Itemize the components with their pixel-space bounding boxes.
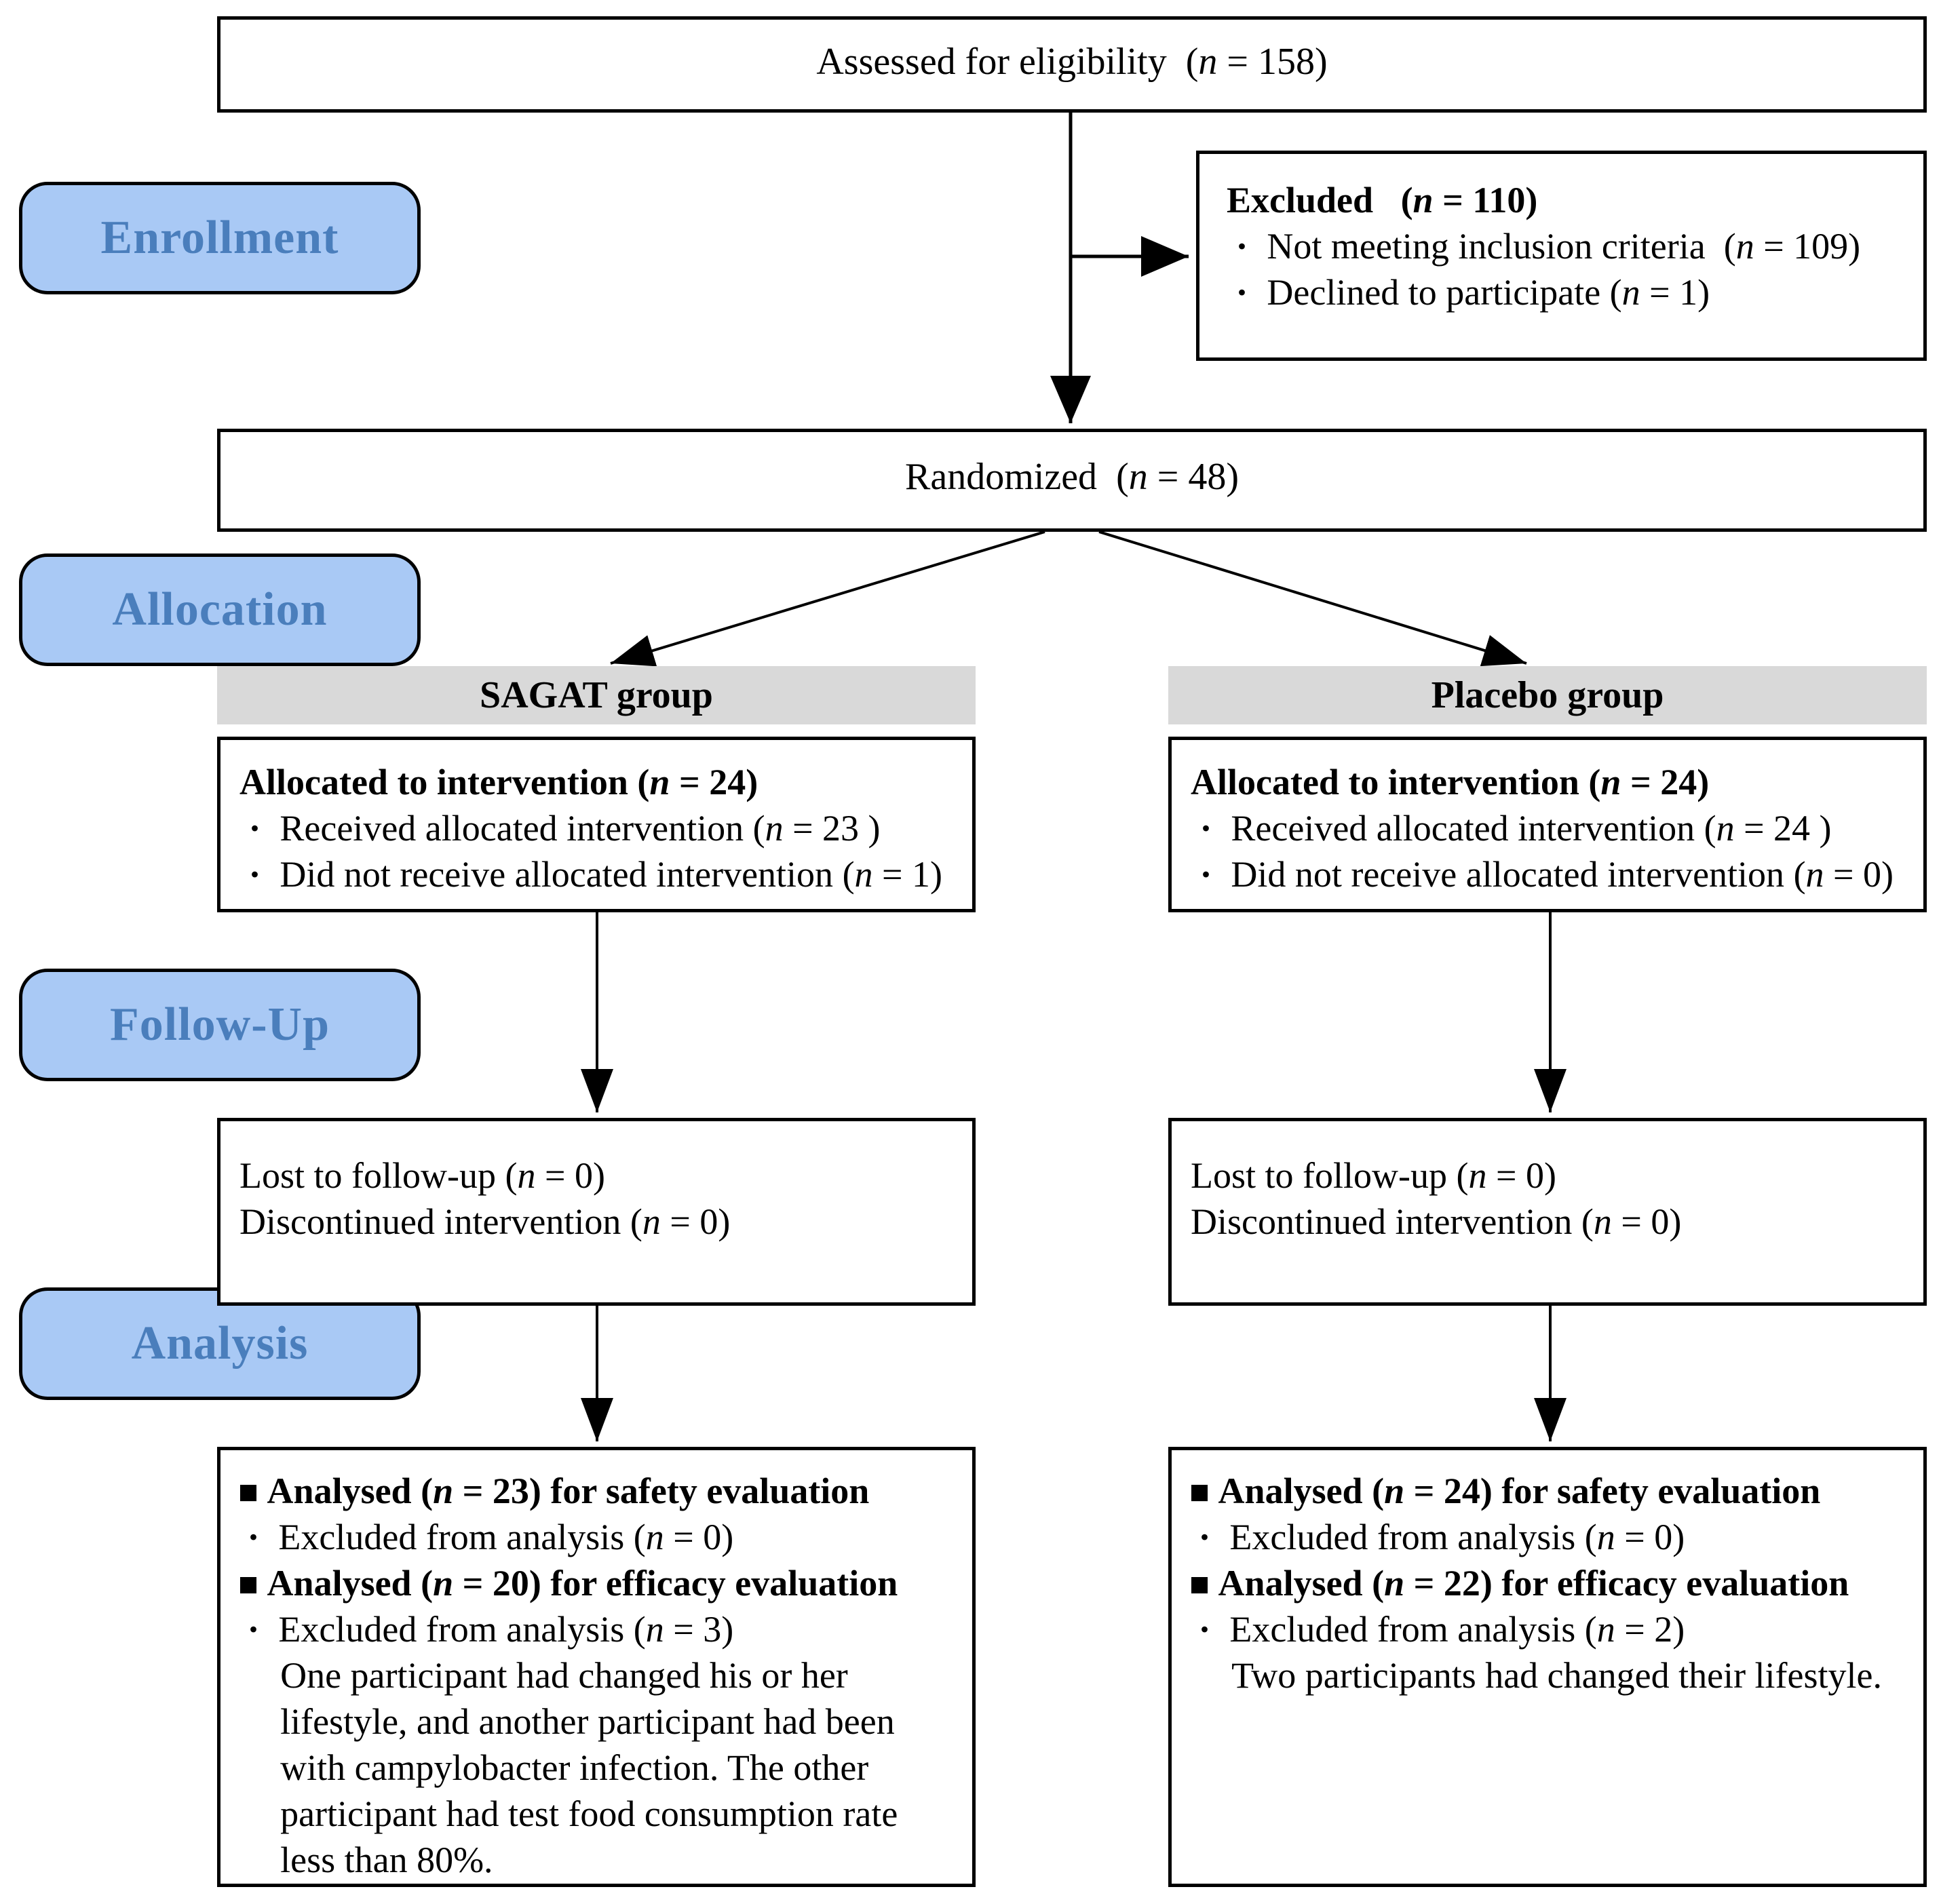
group-header-placebo-label: Placebo group — [1431, 674, 1664, 716]
analysis-note-placebo: Two participants had changed their lifes… — [1231, 1655, 1882, 1696]
stage-label-followup: Follow-Up — [19, 969, 421, 1081]
group-header-placebo: Placebo group — [1168, 666, 1927, 724]
analysis-safety-placebo: Analysed (n = 24) for safety evaluation — [1189, 1468, 1913, 1514]
followup-discontinued-placebo: Discontinued intervention (n = 0) — [1191, 1201, 1682, 1243]
stage-label-allocation-text: Allocation — [112, 583, 328, 636]
allocation-item-received-placebo: Received allocated intervention (n = 24 … — [1191, 805, 1917, 851]
assessed-for-eligibility-text: Assessed for eligibility (n = 158) — [816, 41, 1328, 83]
assessed-for-eligibility-box: Assessed for eligibility (n = 158) — [217, 16, 1927, 113]
followup-lost-placebo: Lost to follow-up (n = 0) — [1191, 1155, 1556, 1196]
followup-lost-sagat: Lost to follow-up (n = 0) — [239, 1155, 605, 1196]
stage-label-enrollment-text: Enrollment — [100, 212, 339, 264]
stage-label-analysis-text: Analysis — [131, 1317, 309, 1369]
allocation-box-placebo: Allocated to intervention (n = 24) Recei… — [1168, 737, 1927, 912]
excluded-item-not-meeting-criteria: Not meeting inclusion criteria (n = 109) — [1227, 223, 1910, 269]
analysis-efficacy-placebo: Analysed (n = 22) for efficacy evaluatio… — [1189, 1560, 1913, 1606]
analysis-box-sagat: Analysed (n = 23) for safety evaluation … — [217, 1447, 976, 1887]
allocation-item-not-received-sagat: Did not receive allocated intervention (… — [239, 851, 965, 897]
stage-label-enrollment: Enrollment — [19, 182, 421, 294]
group-header-sagat: SAGAT group — [217, 666, 976, 724]
allocation-box-sagat: Allocated to intervention (n = 24) Recei… — [217, 737, 976, 912]
followup-discontinued-sagat: Discontinued intervention (n = 0) — [239, 1201, 731, 1243]
allocation-title-placebo: Allocated to intervention (n = 24) — [1191, 762, 1710, 802]
randomized-box: Randomized (n = 48) — [217, 429, 1927, 532]
analysis-efficacy-sagat: Analysed (n = 20) for efficacy evaluatio… — [238, 1560, 961, 1606]
stage-label-allocation: Allocation — [19, 553, 421, 666]
followup-box-sagat: Lost to follow-up (n = 0) Discontinued i… — [217, 1118, 976, 1306]
analysis-note-sagat: One participant had changed his or her l… — [280, 1655, 898, 1881]
allocation-item-not-received-placebo: Did not receive allocated intervention (… — [1191, 851, 1917, 897]
analysis-box-placebo: Analysed (n = 24) for safety evaluation … — [1168, 1447, 1927, 1887]
allocation-title-sagat: Allocated to intervention (n = 24) — [239, 762, 758, 802]
stage-label-followup-text: Follow-Up — [110, 998, 330, 1051]
analysis-safety-excluded-sagat: Excluded from analysis (n = 0) — [238, 1514, 961, 1560]
excluded-box: Excluded (n = 110) Not meeting inclusion… — [1196, 151, 1927, 361]
excluded-item-declined: Declined to participate (n = 1) — [1227, 269, 1910, 315]
followup-box-placebo: Lost to follow-up (n = 0) Discontinued i… — [1168, 1118, 1927, 1306]
randomized-text: Randomized (n = 48) — [905, 456, 1239, 498]
analysis-efficacy-excluded-sagat: Excluded from analysis (n = 3) — [238, 1606, 961, 1652]
analysis-safety-excluded-placebo: Excluded from analysis (n = 0) — [1189, 1514, 1913, 1560]
excluded-title: Excluded (n = 110) — [1227, 180, 1538, 220]
analysis-safety-sagat: Analysed (n = 23) for safety evaluation — [238, 1468, 961, 1514]
allocation-item-received-sagat: Received allocated intervention (n = 23 … — [239, 805, 965, 851]
group-header-sagat-label: SAGAT group — [480, 674, 713, 716]
analysis-efficacy-excluded-placebo: Excluded from analysis (n = 2) — [1189, 1606, 1913, 1652]
